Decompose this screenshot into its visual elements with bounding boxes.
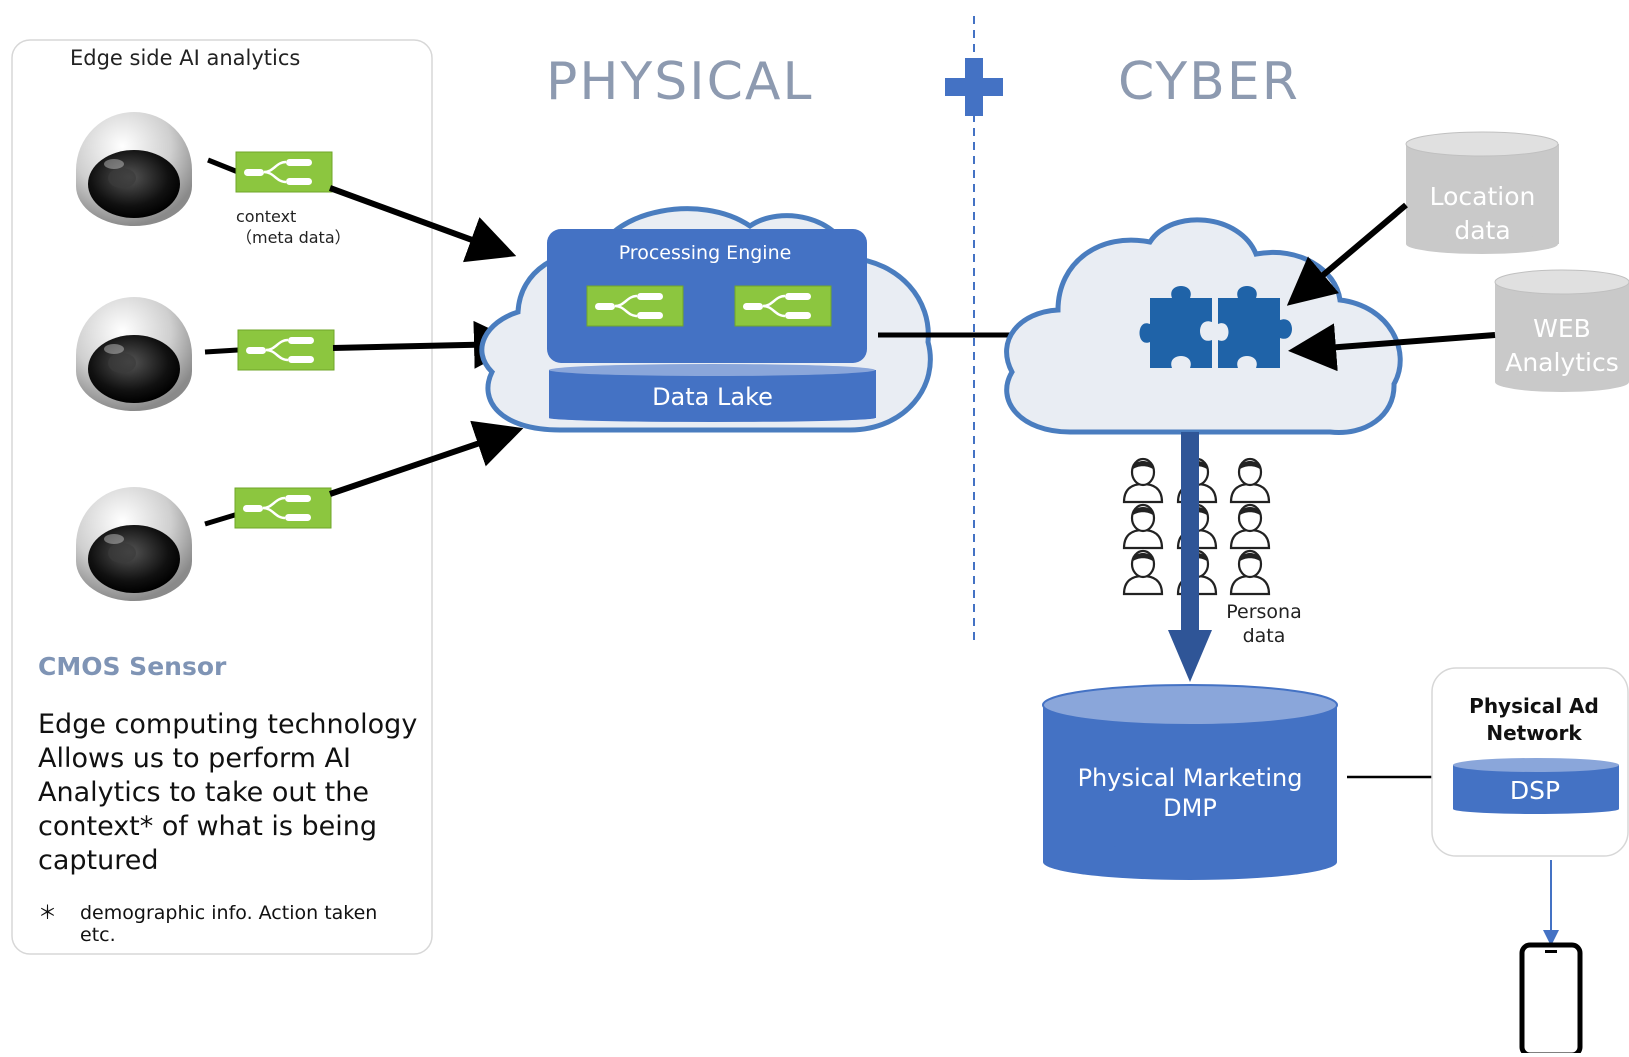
footnote-text: demographic info. Action taken etc. — [80, 902, 378, 946]
person-icon — [1229, 503, 1271, 550]
footnote-mark: ＊ — [38, 902, 58, 924]
location-database — [1405, 131, 1559, 254]
context-label-text: context （meta data） — [236, 207, 351, 247]
dsp-label: DSP — [1509, 776, 1561, 805]
cmos-sensor-heading: CMOS Sensor — [38, 652, 227, 681]
person-icon — [1229, 549, 1271, 596]
person-icon — [1122, 503, 1164, 550]
cloud-icon — [1004, 217, 1403, 436]
physical-heading: PHYSICAL — [546, 52, 814, 112]
arrow-cyber-to-dmp — [1168, 432, 1212, 682]
edge-panel — [11, 39, 433, 955]
cyber-heading: CYBER — [1118, 52, 1300, 112]
edge-panel-title: Edge side AI analytics — [70, 46, 301, 70]
plus-icon — [945, 58, 1003, 116]
dmp-label: Physical Marketing DMP — [1077, 764, 1303, 822]
dome-camera-icon — [76, 487, 192, 601]
person-icon — [1122, 549, 1164, 596]
data-lake-database — [549, 364, 876, 422]
smartphone-icon — [1519, 942, 1583, 1057]
node-graph-icon — [234, 150, 334, 194]
ad-network-title: Physical Ad Network — [1469, 694, 1599, 745]
person-icon — [1229, 457, 1271, 504]
processing-engine-box — [547, 229, 867, 363]
dsp-database — [1453, 758, 1619, 814]
web-analytics-label: WEB Analytics — [1505, 314, 1619, 377]
context-label: context （meta data） — [236, 206, 351, 248]
arrow-camera1-to-cloud — [328, 185, 517, 263]
plus-heading-text: + — [0, 0, 1, 1]
dome-camera-icon — [76, 112, 192, 226]
puzzle-icon — [1139, 286, 1292, 368]
arrow-web-to-cyber — [1288, 323, 1496, 372]
node-graph-icon — [236, 328, 336, 372]
node-graph-icon — [585, 284, 685, 328]
data-lake-label: Data Lake — [652, 383, 773, 411]
footnote: ＊ demographic info. Action taken etc. — [38, 902, 418, 946]
web-analytics-database — [1494, 269, 1629, 392]
dmp-database — [1042, 684, 1338, 880]
person-icon — [1122, 457, 1164, 504]
node-graph-icon — [233, 486, 333, 530]
edge-description: Edge computing technology Allows us to p… — [38, 709, 418, 876]
node-graph-icon — [733, 284, 833, 328]
dome-camera-icon — [76, 297, 192, 411]
processing-engine-label: Processing Engine — [618, 242, 792, 264]
location-data-label: Location data — [1429, 182, 1536, 245]
persona-data-label: Persona data — [1226, 601, 1302, 647]
arrow-camera3-to-cloud — [329, 420, 524, 497]
arrow-location-to-cyber — [1286, 202, 1408, 306]
